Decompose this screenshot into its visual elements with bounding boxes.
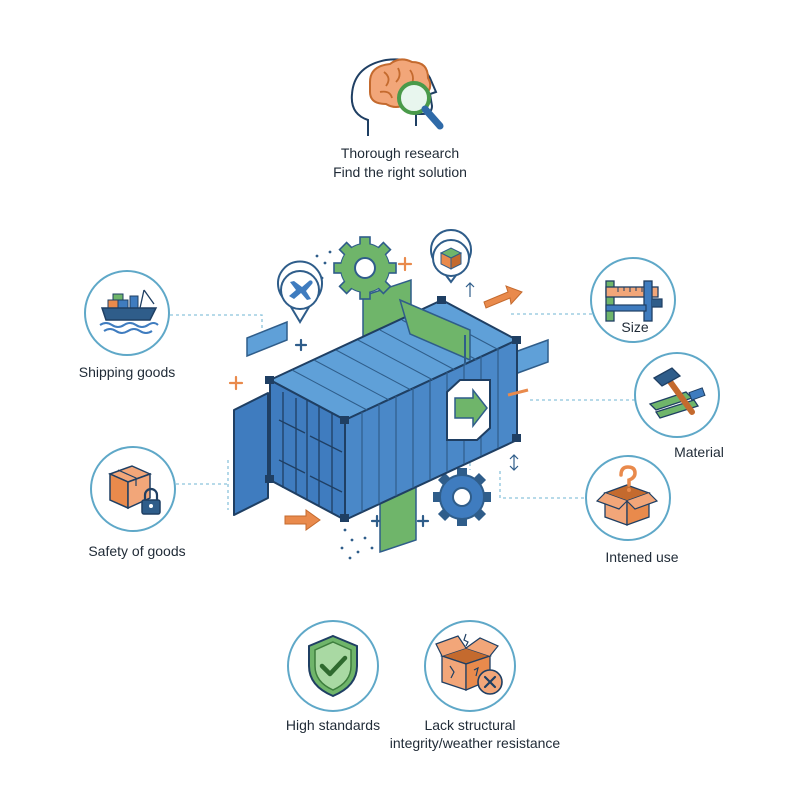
material-node: [634, 352, 720, 438]
material-label: Material: [674, 444, 724, 460]
top-label-line2: Find the right solution: [333, 164, 467, 180]
top-label-line1: Thorough research: [340, 145, 460, 161]
brain-magnifier-icon: [340, 48, 460, 138]
package-pin-icon: [430, 229, 472, 284]
hammer-lumber-icon: [648, 367, 706, 419]
safety-of-goods-label: Safety of goods: [88, 543, 186, 559]
shipping-goods-label: Shipping goods: [78, 364, 176, 380]
arrow-sign-icon: [446, 379, 491, 441]
open-box-question-icon: [595, 465, 659, 526]
lack-structural-node: [424, 620, 516, 712]
intended-use-label: Intened use: [605, 549, 679, 565]
damaged-box-x-icon: [435, 633, 503, 695]
size-label: Size: [621, 319, 649, 335]
gear-icon-top: [333, 236, 397, 300]
connector-shipping: [170, 314, 263, 330]
lack-structural-label-line1: Lack structural: [424, 717, 516, 733]
size-node: [590, 257, 676, 343]
high-standards-node: [287, 620, 379, 712]
intended-use-node: [585, 455, 671, 541]
connector-intended: [499, 470, 590, 499]
shipping-goods-node: [84, 270, 170, 356]
high-standards-label: High standards: [285, 717, 381, 733]
lack-structural-label-line2: integrity/weather resistance: [389, 735, 561, 751]
airplane-pin-icon: [277, 260, 323, 324]
safety-of-goods-node: [90, 446, 176, 532]
ruler-caliper-icon: [605, 280, 663, 322]
cargo-ship-icon: [99, 289, 159, 334]
box-padlock-icon: [107, 465, 161, 515]
shield-check-icon: [308, 634, 358, 698]
gear-icon-bottom: [433, 468, 491, 526]
